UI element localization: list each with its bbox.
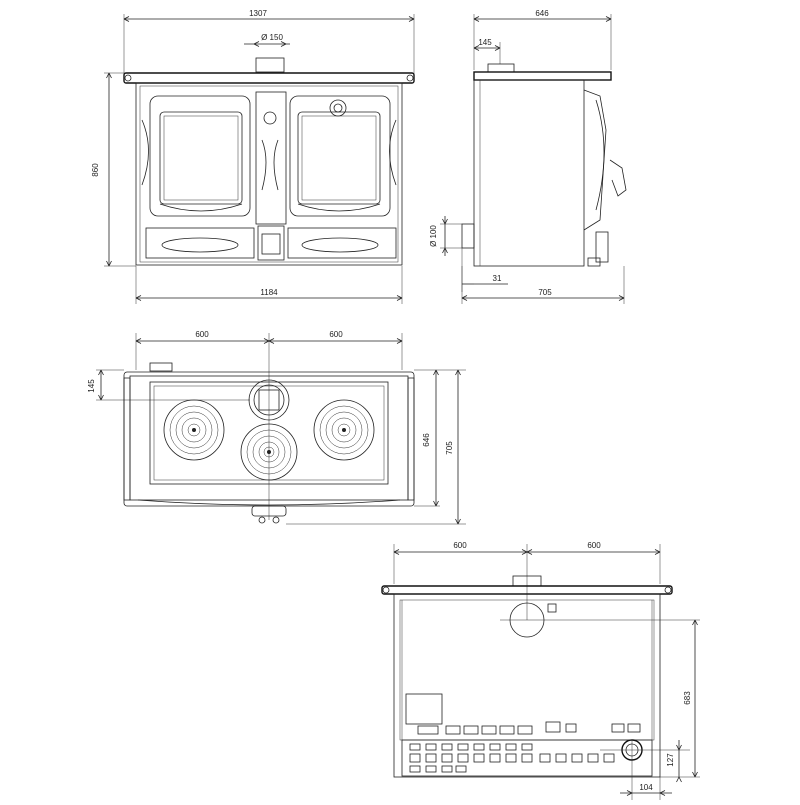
rear-right-half-label: 600 [587,541,601,550]
front-width-body-label: 1184 [260,288,278,297]
front-view: 1307 Ø 150 860 [91,9,415,304]
flue-collar [248,379,290,421]
front-width-total-label: 1307 [249,9,267,18]
rear-outlet-height-label: 127 [666,753,675,767]
side-view: 646 145 Ø 100 31 705 [429,9,627,304]
side-outlet-offset-label: 31 [493,274,502,283]
top-depth-total-label: 705 [445,441,454,455]
rear-view: 600 600 [381,541,700,800]
hob-center [240,423,298,481]
top-flue-offset-label: 145 [87,379,96,393]
side-flue-offset-label: 145 [478,38,492,47]
hob-right [313,399,375,461]
top-view: 600 600 145 [87,330,466,525]
side-depth-handle-label: 705 [538,288,552,297]
front-height-label: 860 [91,163,100,177]
rear-outlet-offset-label: 104 [639,783,653,792]
bottom-grill [401,739,653,777]
front-flue-diameter-label: Ø 150 [261,33,283,42]
rear-left-half-label: 600 [453,541,467,550]
rear-flue-height-label: 683 [683,691,692,705]
top-left-half-label: 600 [195,330,209,339]
side-outlet-diameter-label: Ø 100 [429,225,438,247]
vent-row [417,721,641,735]
side-depth-total-label: 646 [535,9,549,18]
top-right-half-label: 600 [329,330,343,339]
top-depth-inner-label: 646 [422,433,431,447]
hob-left [163,399,225,461]
